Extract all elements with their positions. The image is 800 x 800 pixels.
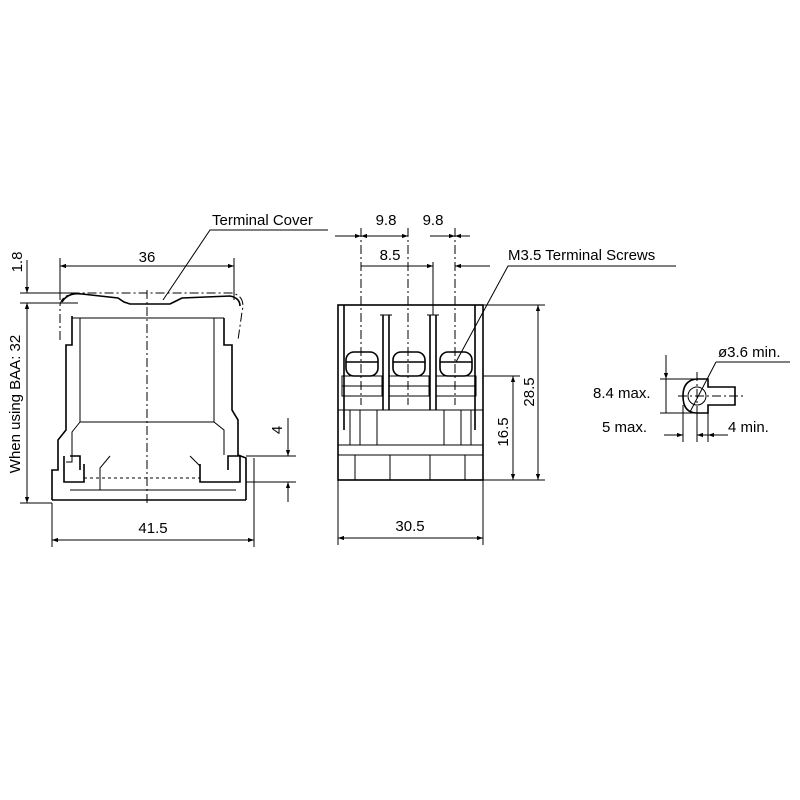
dim-8.5-text: 8.5 — [380, 247, 401, 264]
lug-hole — [687, 386, 707, 406]
screws-label: M3.5 Terminal Screws — [508, 247, 655, 264]
dim-4-text: 4 — [269, 426, 286, 434]
dim-9.8-left-text: 9.8 — [376, 212, 397, 229]
dim-8.4-text: 8.4 max. — [593, 385, 651, 402]
screw-2 — [388, 351, 430, 397]
terminal-cover-outline — [59, 292, 244, 341]
dim-41.5-text: 41.5 — [138, 520, 167, 537]
side-rail-clip — [63, 455, 241, 483]
terminal-lug: ø3.6 min. 8.4 max. 5 max. 4 min. — [593, 344, 790, 442]
dim-16.5-text: 16.5 — [495, 417, 512, 446]
front-body — [337, 304, 484, 481]
dim-5max-text: 5 max. — [602, 419, 647, 436]
side-body — [51, 316, 73, 500]
side-body-right — [223, 318, 247, 500]
terminal-cover-top — [61, 292, 241, 307]
dim-9.8-right-text: 9.8 — [423, 212, 444, 229]
dim-4min-text: 4 min. — [728, 419, 769, 436]
screw-1 — [341, 351, 383, 397]
side-rail — [70, 455, 236, 491]
dim-30.5-text: 30.5 — [395, 518, 424, 535]
terminal-cover-leader — [162, 229, 328, 301]
lug-outline — [682, 378, 736, 414]
dim-hole-text: ø3.6 min. — [718, 344, 781, 361]
side-inner — [66, 318, 225, 463]
terminal-cover-label: Terminal Cover — [212, 212, 313, 229]
dim-baa-text: When using BAA: 32 — [7, 335, 24, 473]
dim-hole-leader — [689, 361, 717, 413]
dim-28.5-text: 28.5 — [521, 377, 538, 406]
screws-leader — [455, 265, 676, 363]
screw-3 — [435, 351, 477, 397]
dim-1.8-text: 1.8 — [9, 252, 26, 273]
front-view: 9.8 9.8 8.5 M3.5 Terminal Screws 28.5 16… — [335, 212, 676, 545]
dim-36-text: 36 — [139, 249, 156, 266]
side-view: 36 Terminal Cover 1.8 When using BAA: 32… — [7, 212, 328, 547]
